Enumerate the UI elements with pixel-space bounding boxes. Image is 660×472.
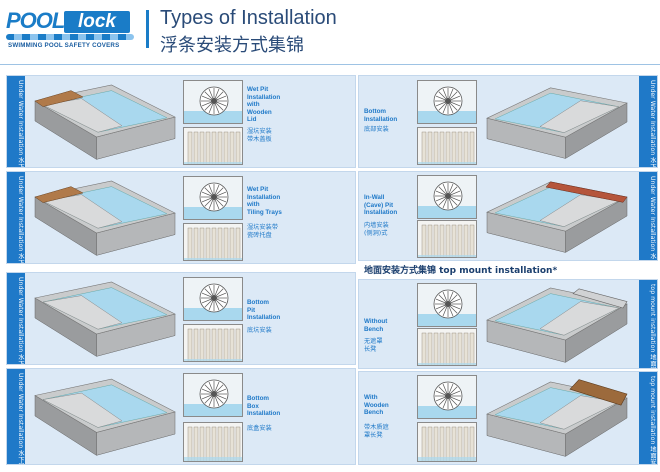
pool-illustration: [29, 81, 179, 166]
header-divider: [146, 10, 149, 48]
reel-detail-image: [417, 283, 477, 327]
slat-detail-image: [183, 422, 243, 462]
slat-detail-image: [417, 127, 477, 165]
slat-detail-image: [417, 220, 477, 258]
panel-side-label: top mount installation 地面安装方式集锦: [639, 280, 657, 368]
logo-wave-icon: [6, 34, 134, 40]
installation-panel-7: top mount installation 地面安装方式集锦 Without …: [358, 279, 658, 369]
panel-side-label: Under Water Installation 水下安装方式集锦: [7, 273, 25, 364]
installation-label-cn: 底盒安装: [247, 425, 272, 432]
pool-illustration: [29, 375, 179, 462]
reel-detail-image: [183, 277, 243, 321]
panel-side-label: Under Water Installation 水下安装方式集锦: [7, 369, 25, 464]
logo-lock-text: lock: [64, 11, 130, 33]
reel-detail-image: [183, 80, 243, 124]
installation-label-cn: 底部安装: [364, 126, 389, 133]
panel-side-label: Under Water Installation 水下安装方式集锦: [7, 172, 25, 263]
pool-illustration: [483, 378, 633, 463]
page-title: Types of Installation: [160, 7, 337, 29]
slat-detail-image: [417, 328, 477, 366]
installation-label-en: Bottom Box Installation: [247, 395, 281, 418]
installation-panel-3: Under Water Installation 水下安装方式集锦 Bottom…: [6, 272, 356, 365]
slat-detail-image: [183, 223, 243, 261]
installation-label-cn: 底坑安装: [247, 327, 272, 334]
reel-detail-image: [183, 373, 243, 417]
installation-label-cn: 内墙安装 (侧洞)式: [364, 222, 389, 237]
slat-detail-image: [183, 127, 243, 165]
reel-detail-image: [417, 375, 477, 419]
installation-panel-2: Under Water Installation 水下安装方式集锦 Wet Pi…: [6, 171, 356, 264]
installation-label-en: Without Bench: [364, 318, 388, 333]
poollock-logo: POOL lock SWIMMING POOL SAFETY COVERS: [6, 8, 134, 50]
slat-detail-image: [417, 422, 477, 462]
installation-label-cn: 带木质遮 罩长凳: [364, 424, 389, 439]
top-mount-heading: 地面安装方式集锦 top mount installation*: [364, 266, 558, 276]
reel-detail-image: [417, 80, 477, 124]
installation-label-en: Bottom Installation: [364, 108, 398, 123]
pool-illustration: [29, 177, 179, 262]
logo-tagline: SWIMMING POOL SAFETY COVERS: [8, 42, 120, 49]
installation-panel-8: top mount installation 地面安装方式集锦 With Woo…: [358, 371, 658, 465]
pool-illustration: [483, 284, 633, 369]
installation-panel-5: Under Water Installation 水下安装方式集锦 Bottom…: [358, 75, 658, 168]
panel-side-label: Under Water Installation 水下安装方式集锦: [7, 76, 25, 167]
installation-label-cn: 湿坑安装带 瓷砖托盘: [247, 224, 278, 239]
header-rule: [0, 64, 660, 65]
reel-detail-image: [417, 175, 477, 219]
panel-side-label: top mount installation 地面安装方式集锦: [639, 372, 657, 464]
logo-pool-text: POOL: [6, 8, 65, 33]
installation-label-en: In-Wall (Cave) Pit Installation: [364, 194, 398, 217]
pool-illustration: [29, 278, 179, 363]
panel-side-label: Under Water Installation 水下安装方式集锦: [639, 76, 657, 167]
pool-illustration: [483, 178, 633, 259]
slat-detail-image: [183, 324, 243, 362]
panel-side-label: Under Water Installation 水下安装方式集锦: [639, 172, 657, 260]
page-title-cn: 浮条安装方式集锦: [160, 35, 304, 56]
installation-label-en: With Wooden Bench: [364, 394, 389, 417]
installation-panel-4: Under Water Installation 水下安装方式集锦 Bottom…: [6, 368, 356, 465]
installation-label-cn: 湿坑安装 带木盖板: [247, 128, 272, 143]
installation-label-en: Wet Pit Installation with Wooden Lid: [247, 86, 281, 124]
installation-label-en: Wet Pit Installation with Tiling Trays: [247, 186, 282, 216]
installation-label-cn: 无遮罩 长凳: [364, 338, 383, 353]
installation-panel-1: Under Water Installation 水下安装方式集锦 Wet Pi…: [6, 75, 356, 168]
installation-panel-6: Under Water Installation 水下安装方式集锦 In-Wal…: [358, 171, 658, 261]
reel-detail-image: [183, 176, 243, 220]
pool-illustration: [483, 84, 633, 165]
installation-label-en: Bottom Pit Installation: [247, 299, 281, 322]
